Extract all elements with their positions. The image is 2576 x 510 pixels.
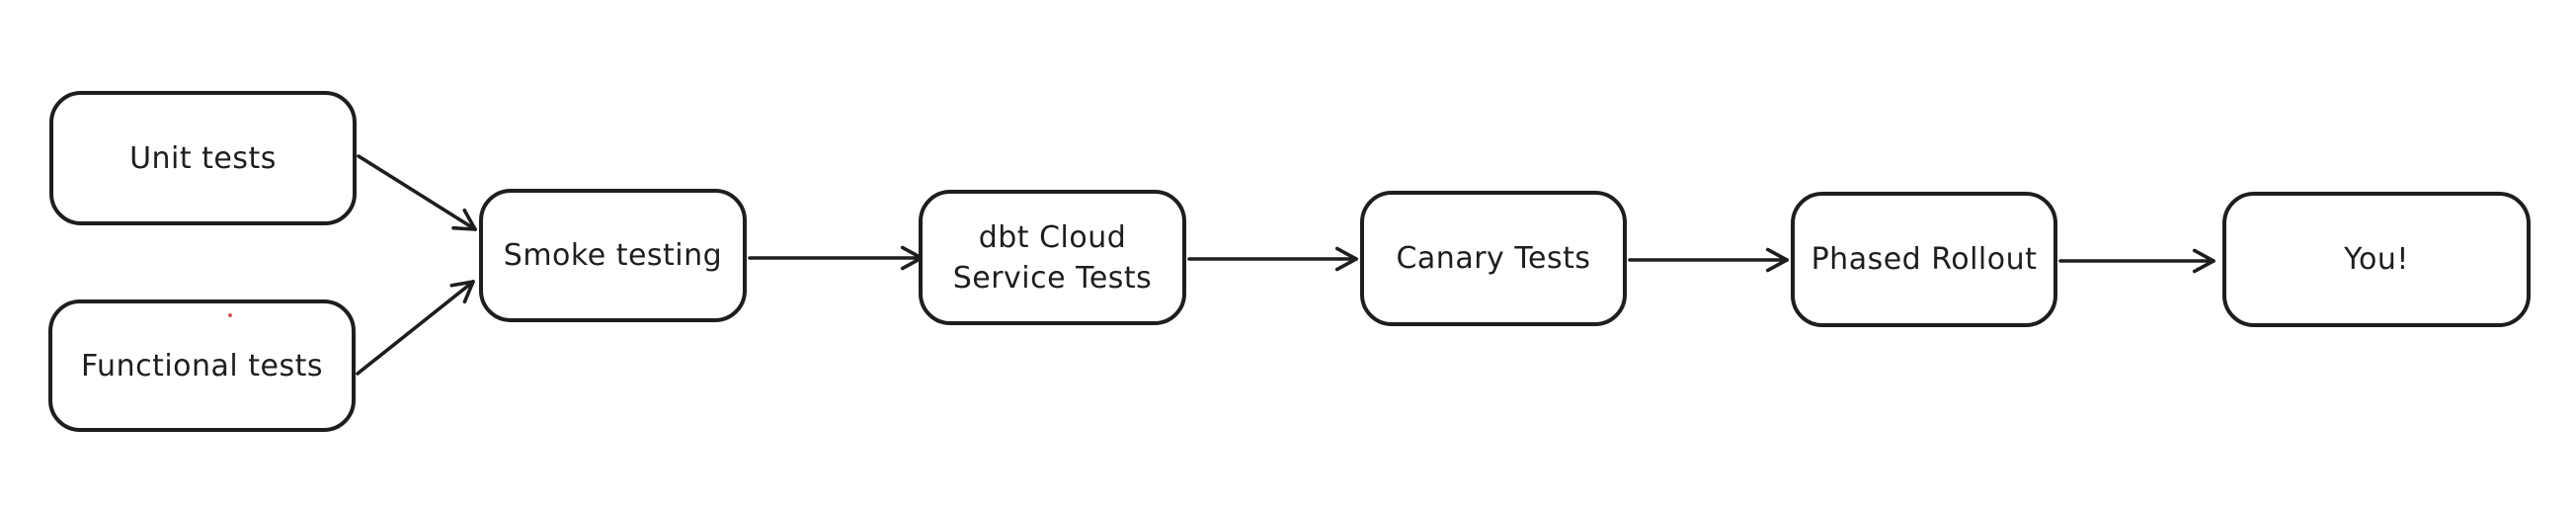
node-phased-rollout: Phased Rollout bbox=[1791, 192, 2057, 327]
arrow-unit-to-smoke bbox=[357, 154, 477, 231]
arrow-functional-to-smoke bbox=[356, 280, 475, 376]
node-label-smoke-testing: Smoke testing bbox=[503, 238, 723, 273]
node-label-you: You! bbox=[2344, 242, 2409, 277]
arrow-canary-to-phased bbox=[1628, 247, 1789, 273]
node-smoke-testing: Smoke testing bbox=[479, 189, 747, 322]
node-functional-tests: Functional tests bbox=[48, 299, 356, 432]
node-label-canary-tests: Canary Tests bbox=[1396, 241, 1591, 276]
node-canary-tests: Canary Tests bbox=[1360, 191, 1627, 326]
node-unit-tests: Unit tests bbox=[49, 91, 357, 225]
node-label-dbt-cloud-service-tests: dbt Cloud bbox=[978, 219, 1127, 255]
node-label-phased-rollout: Phased Rollout bbox=[1811, 242, 2038, 277]
arrow-smoke-to-dbt bbox=[748, 245, 924, 271]
arrow-dbt-to-canary bbox=[1187, 246, 1358, 272]
arrow-phased-to-you bbox=[2058, 248, 2215, 274]
stray-red-dot bbox=[228, 313, 232, 317]
node-you: You! bbox=[2222, 192, 2531, 327]
node-label-dbt-cloud-service-tests: Service Tests bbox=[952, 260, 1153, 296]
node-label-functional-tests: Functional tests bbox=[80, 348, 324, 383]
node-label-unit-tests: Unit tests bbox=[129, 140, 277, 176]
